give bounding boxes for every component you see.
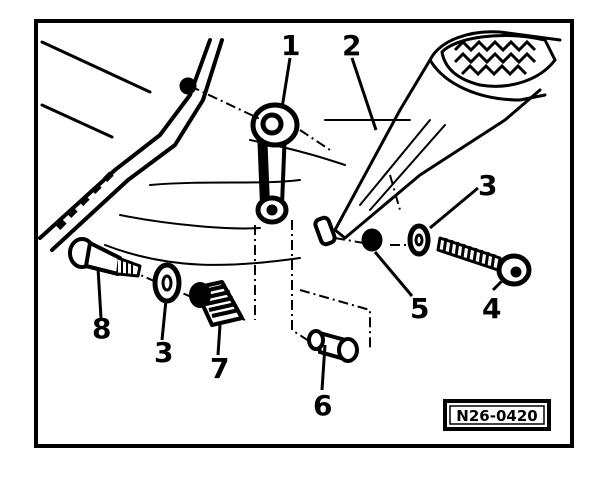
callout-2: 2 <box>342 29 361 62</box>
callout-8: 8 <box>92 312 111 345</box>
pedal-lever <box>324 30 562 240</box>
reference-code: N26-0420 <box>456 407 537 425</box>
callout-4: 4 <box>482 292 501 325</box>
callout-7: 7 <box>210 352 229 385</box>
link-rod-part-1 <box>250 102 300 225</box>
pedal-pad-texture <box>440 34 557 88</box>
callout-6: 6 <box>313 389 332 422</box>
callout-1: 1 <box>281 29 300 62</box>
clip-part-5 <box>313 215 383 252</box>
screw-part-4 <box>436 236 532 287</box>
leader-lines <box>96 57 507 391</box>
washer-part-3-lower <box>152 262 182 304</box>
callout-3-lower: 3 <box>154 336 173 369</box>
callout-5: 5 <box>410 292 429 325</box>
washer-part-3-upper <box>407 223 431 257</box>
pedal-bracket <box>38 38 346 266</box>
callout-labels: 1 2 3 4 5 6 7 3 8 <box>92 29 501 422</box>
diagram-frame <box>34 19 574 448</box>
bolt-part-8 <box>68 237 142 278</box>
reference-code-box: N26-0420 <box>443 399 551 431</box>
bushing-part-7 <box>189 280 244 327</box>
callout-3-upper: 3 <box>478 169 497 202</box>
